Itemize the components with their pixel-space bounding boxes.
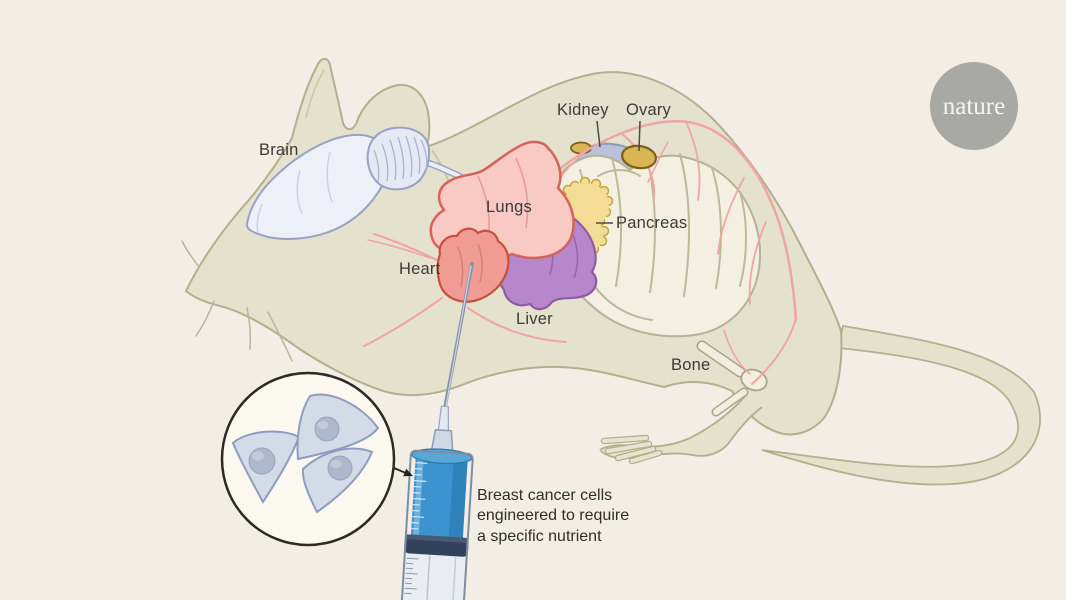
bone xyxy=(696,340,768,417)
mouse-whiskers xyxy=(181,240,293,362)
nature-logo-text: nature xyxy=(942,93,1006,120)
label-pancreas: Pancreas xyxy=(616,214,688,232)
label-heart: Heart xyxy=(399,260,441,278)
graduation-ticks-lower xyxy=(404,557,419,595)
mouse-toes xyxy=(600,434,663,465)
mouse-tail xyxy=(761,324,1041,486)
label-ovary: Ovary xyxy=(626,101,672,119)
caption-breast-cancer-cells: Breast cancer cells engineered to requir… xyxy=(477,487,630,545)
barrel-outline xyxy=(400,449,474,600)
inset-arrow xyxy=(393,467,413,477)
ear-inner-line xyxy=(305,69,325,119)
cerebellum-stripes xyxy=(373,135,428,183)
needle-hub xyxy=(437,405,449,432)
brain xyxy=(245,126,431,240)
leader-lines xyxy=(596,120,641,224)
graduation-ticks-upper xyxy=(411,462,428,530)
mouse-hind-leg xyxy=(599,393,764,465)
kidney-leader-line xyxy=(596,120,601,148)
syringe xyxy=(400,405,474,600)
adrenal-gland xyxy=(570,141,592,155)
label-lungs: Lungs xyxy=(486,198,532,216)
cells-inset xyxy=(220,371,396,547)
nature-logo-circle xyxy=(930,62,1018,150)
needle xyxy=(443,262,474,409)
label-bone: Bone xyxy=(671,356,711,374)
heart-grooves xyxy=(457,243,483,288)
brain-sulci xyxy=(256,151,333,234)
ovary-leader-line xyxy=(638,120,641,152)
label-kidney: Kidney xyxy=(557,101,609,119)
nuclei-highlights xyxy=(252,421,342,468)
label-liver: Liver xyxy=(516,310,553,328)
ovary xyxy=(620,144,658,170)
label-brain: Brain xyxy=(259,141,299,159)
cerebellum xyxy=(366,126,431,191)
